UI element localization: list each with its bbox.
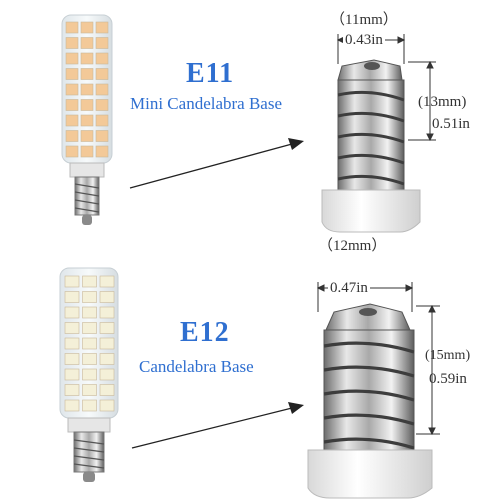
led-chip [64, 384, 80, 396]
e11-base-closeup [321, 59, 421, 233]
e11-base-name: Mini Candelabra Base [130, 94, 283, 113]
led-chip [64, 368, 80, 381]
led-chip [95, 130, 109, 142]
led-chip [82, 322, 97, 334]
led-chip [64, 353, 80, 365]
led-chip [82, 399, 97, 412]
led-chip [80, 37, 94, 49]
led-chip [99, 399, 115, 412]
e12-width-mm: （12mm） [318, 238, 387, 254]
led-chip [82, 353, 97, 365]
led-chip [80, 99, 94, 111]
led-chip [64, 291, 80, 303]
e12-pointer-arrow [131, 402, 304, 449]
led-chip [82, 291, 97, 303]
led-chip [82, 337, 97, 350]
led-chip [65, 130, 79, 142]
led-chip [80, 83, 94, 96]
e12-base-name: Candelabra Base [139, 357, 254, 376]
led-chip [95, 114, 109, 127]
led-chip [64, 322, 80, 334]
e11-bulb-image [61, 14, 113, 225]
led-chip [99, 291, 115, 303]
led-chip [95, 37, 109, 49]
led-chip [65, 83, 79, 96]
e11-led-chips [65, 21, 109, 158]
led-chip [64, 337, 80, 350]
led-chip [65, 99, 79, 111]
e12-height-mm: (15mm) [425, 348, 471, 363]
led-chip [80, 130, 94, 142]
led-chip [80, 145, 94, 158]
led-chip [80, 68, 94, 80]
led-chip [95, 99, 109, 111]
e12-model-title: E12 [180, 317, 230, 348]
led-chip [80, 114, 94, 127]
led-chip [99, 322, 115, 334]
led-chip [64, 399, 80, 412]
led-chip [99, 368, 115, 381]
led-chip [65, 52, 79, 65]
e12-base-closeup [307, 303, 433, 499]
led-chip [64, 306, 80, 319]
led-chip [99, 337, 115, 350]
led-chip [64, 275, 80, 288]
led-chip [65, 37, 79, 49]
e12-bulb-image [59, 267, 119, 482]
led-chip [95, 68, 109, 80]
led-chip [95, 21, 109, 34]
e11-pointer-arrow [129, 138, 304, 189]
led-chip [95, 145, 109, 158]
e11-width-mm: （11mm） [330, 12, 398, 28]
led-chip [82, 306, 97, 319]
led-chip [99, 306, 115, 319]
led-chip [82, 368, 97, 381]
led-chip [95, 52, 109, 65]
led-chip [99, 353, 115, 365]
led-chip [80, 52, 94, 65]
e12-height-in: 0.59in [429, 371, 467, 387]
led-chip [82, 384, 97, 396]
led-chip [65, 68, 79, 80]
led-chip [99, 384, 115, 396]
e11-height-mm: (13mm) [418, 94, 467, 110]
e12-width-in: 0.47in [328, 280, 370, 297]
led-chip [65, 114, 79, 127]
e11-width-in: 0.43in [343, 32, 385, 49]
led-chip [80, 21, 94, 34]
e11-height-in: 0.51in [432, 116, 470, 132]
led-chip [95, 83, 109, 96]
led-chip [82, 275, 97, 288]
led-chip [65, 145, 79, 158]
led-chip [65, 21, 79, 34]
led-chip [99, 275, 115, 288]
e11-model-title: E11 [186, 58, 235, 89]
e12-led-chips [64, 275, 115, 412]
